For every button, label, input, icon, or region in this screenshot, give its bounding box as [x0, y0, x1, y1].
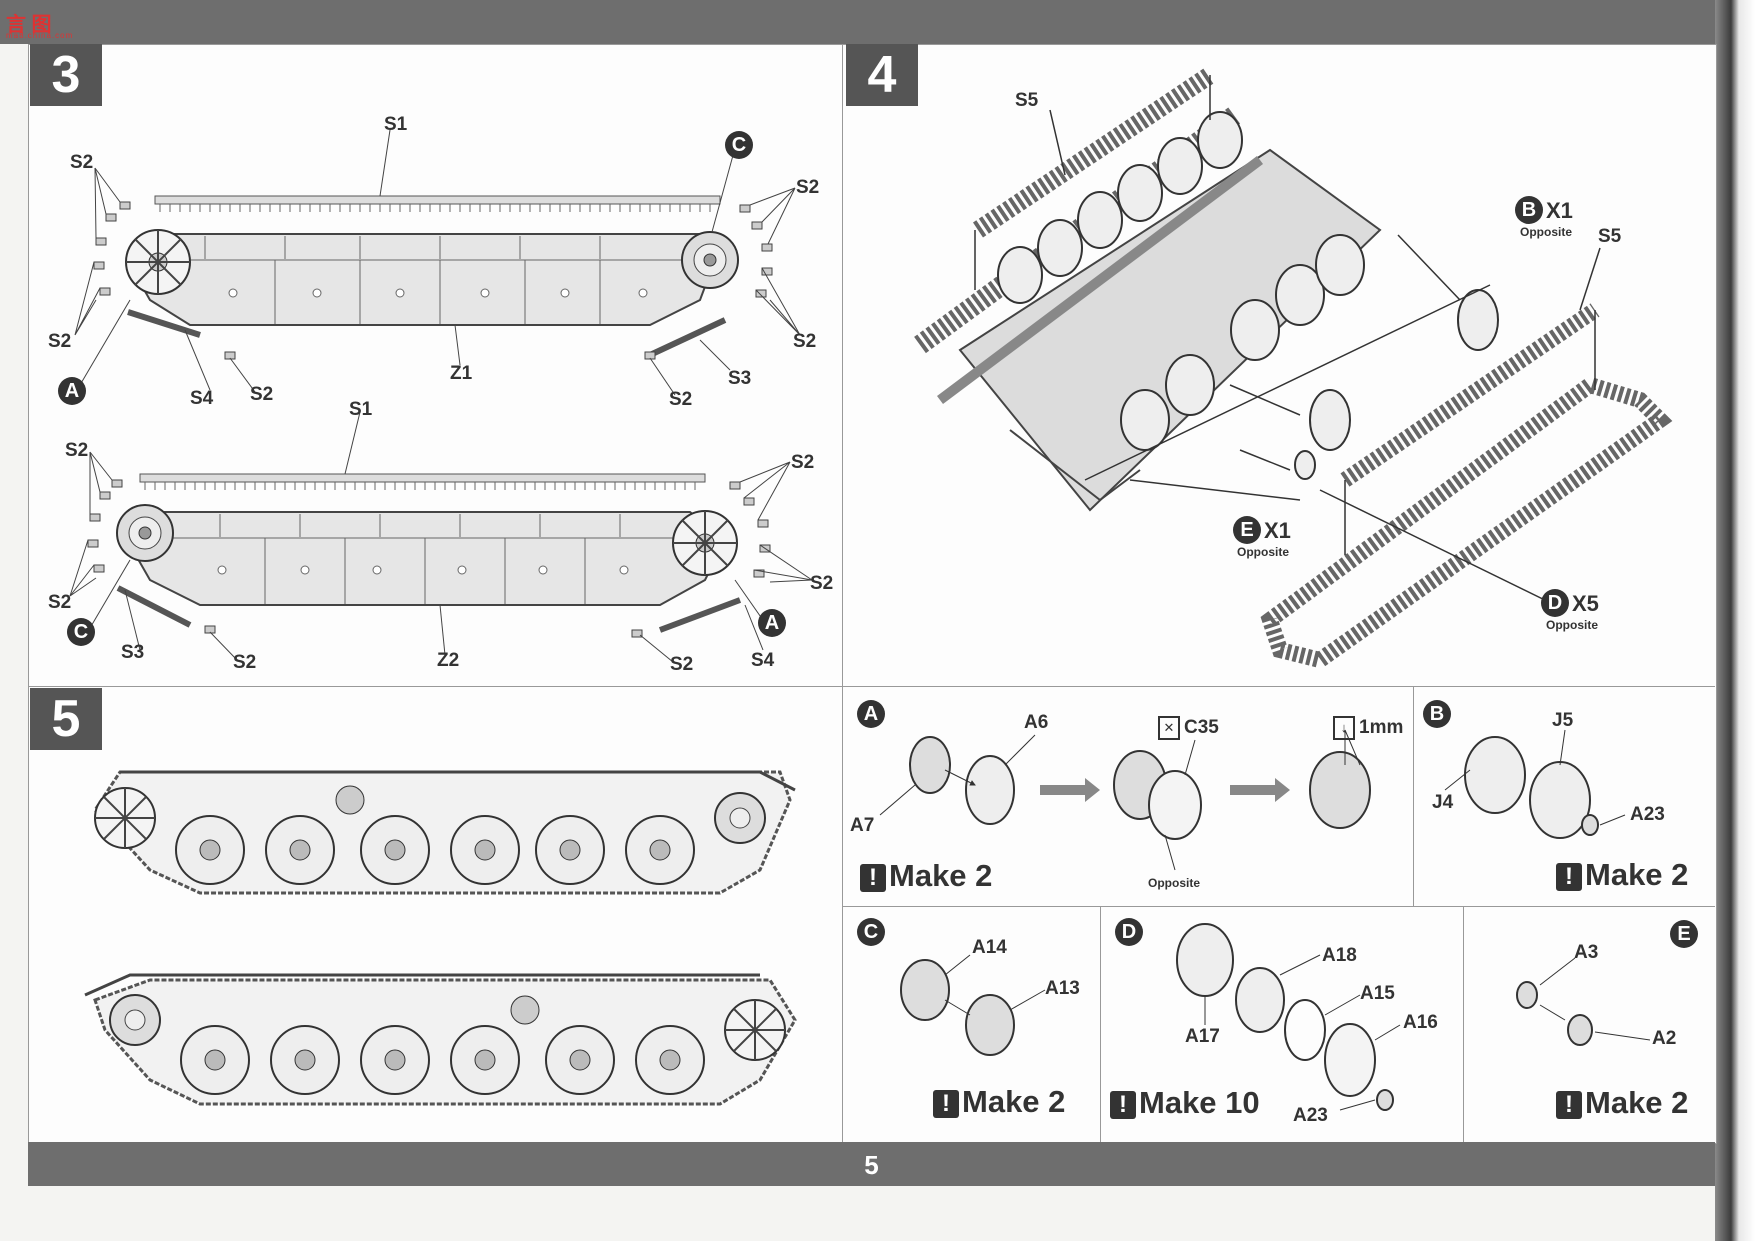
- warning-icon: !: [1110, 1090, 1136, 1119]
- note-e-step4: Opposite: [1237, 545, 1290, 559]
- top-bar: 言 图 ma8.china.com: [0, 0, 1715, 44]
- warning-icon: !: [860, 863, 886, 892]
- note-d-step4: Opposite: [1546, 618, 1599, 632]
- make-qty-d: !Make 10: [1110, 1085, 1260, 1121]
- label-j4: J4: [1432, 792, 1454, 813]
- callout-sub-a: A: [857, 700, 885, 728]
- step3-lower-track-diagram: [69, 411, 813, 663]
- callout-sub-e: E: [1670, 920, 1698, 948]
- callout-sub-d: D: [1115, 918, 1143, 946]
- note-b-step4: Opposite: [1520, 225, 1573, 239]
- page-number: 5: [864, 1150, 879, 1180]
- label-s2-lower-b1: S2: [233, 652, 257, 673]
- make-qty-b: !Make 2: [1556, 857, 1688, 893]
- glue-icon: ✕: [1158, 716, 1180, 740]
- label-s2-lower-bl: S2: [48, 592, 72, 613]
- divider-ab: [1413, 686, 1414, 906]
- label-a23-b: A23: [1630, 804, 1665, 825]
- page-binding: [1715, 0, 1755, 1241]
- step-number-4: 4: [846, 44, 918, 106]
- sub-a-diagram: [879, 729, 1371, 871]
- make-qty-a: !Make 2: [860, 858, 992, 894]
- label-a14: A14: [972, 937, 1007, 958]
- watermark-url: ma8.china.com: [6, 31, 74, 40]
- drill-icon: ↓: [1333, 716, 1355, 740]
- callout-c-upper: C: [725, 131, 753, 159]
- sub-b-diagram: [1444, 729, 1626, 839]
- step4-chassis-assembly-diagram: [914, 67, 1673, 669]
- label-s2-lower-br: S2: [810, 573, 834, 594]
- label-a13: A13: [1045, 978, 1080, 999]
- callout-c-lower: C: [67, 618, 95, 646]
- divider-vertical-main: [842, 44, 843, 1142]
- label-s1-upper: S1: [384, 114, 408, 135]
- divider-de: [1463, 906, 1464, 1142]
- callout-sub-c: C: [857, 918, 885, 946]
- callout-d-step4: D: [1541, 589, 1569, 617]
- label-1mm: ↓1mm: [1333, 716, 1403, 740]
- label-a3: A3: [1574, 942, 1599, 963]
- sub-c-diagram: [900, 954, 1046, 1056]
- step3-upper-track-diagram: [74, 129, 801, 396]
- make-qty-e: !Make 2: [1556, 1085, 1688, 1121]
- callout-e-step4: E: [1233, 516, 1261, 544]
- label-s2-upper-br: S2: [793, 331, 817, 352]
- callout-b-step4: B: [1515, 196, 1543, 224]
- label-a6: A6: [1024, 712, 1049, 733]
- label-s5-left: S5: [1015, 90, 1039, 111]
- label-s2-upper-b2: S2: [669, 389, 693, 410]
- label-z2: Z2: [437, 650, 460, 671]
- label-j5: J5: [1552, 710, 1574, 731]
- warning-icon: !: [933, 1089, 959, 1118]
- sub-d-diagram: [1176, 923, 1401, 1111]
- label-s2-upper-bl: S2: [48, 331, 72, 352]
- qty-d-step4: X5: [1572, 591, 1599, 616]
- label-s4-lower: S4: [751, 650, 775, 671]
- note-opposite-a: Opposite: [1148, 876, 1201, 890]
- label-s2-lower-b2: S2: [670, 654, 694, 675]
- label-s2-lower-tr: S2: [791, 452, 815, 473]
- label-a7: A7: [850, 815, 875, 836]
- warning-icon: !: [1556, 862, 1582, 891]
- label-s1-lower: S1: [349, 399, 373, 420]
- label-a16: A16: [1403, 1012, 1438, 1033]
- label-s2-upper-b1: S2: [250, 384, 274, 405]
- label-s2-lower-tl: S2: [65, 440, 89, 461]
- make-qty-c: !Make 2: [933, 1084, 1065, 1120]
- watermark-logo: 言 图: [6, 14, 52, 36]
- qty-b-step4: X1: [1546, 198, 1573, 223]
- label-s4-upper: S4: [190, 388, 214, 409]
- label-s2-upper-tr: S2: [796, 177, 820, 198]
- label-a17: A17: [1185, 1026, 1220, 1047]
- step-number-3: 3: [30, 44, 102, 106]
- divider-horizontal-main: [28, 686, 1715, 687]
- label-s5-right: S5: [1598, 226, 1622, 247]
- label-c35: ✕C35: [1158, 716, 1219, 740]
- qty-e-step4: X1: [1264, 518, 1291, 543]
- callout-sub-b: B: [1423, 700, 1451, 728]
- label-s2-upper-tl: S2: [70, 152, 94, 173]
- step5-side-view-diagram: [84, 770, 797, 1106]
- bottom-bar: 5: [28, 1142, 1715, 1186]
- step-number-5: 5: [30, 688, 102, 750]
- divider-subassembly: [842, 906, 1715, 907]
- callout-a-upper: A: [58, 377, 86, 405]
- label-z1: Z1: [450, 363, 473, 384]
- label-a2: A2: [1652, 1028, 1677, 1049]
- label-a23-d: A23: [1293, 1105, 1328, 1126]
- label-a18: A18: [1322, 945, 1357, 966]
- label-a15: A15: [1360, 983, 1395, 1004]
- warning-icon: !: [1556, 1090, 1582, 1119]
- label-s3-upper: S3: [728, 368, 752, 389]
- sub-e-diagram: [1516, 957, 1651, 1046]
- label-s3-lower: S3: [121, 642, 145, 663]
- callout-a-lower: A: [758, 609, 786, 637]
- divider-cd: [1100, 906, 1101, 1142]
